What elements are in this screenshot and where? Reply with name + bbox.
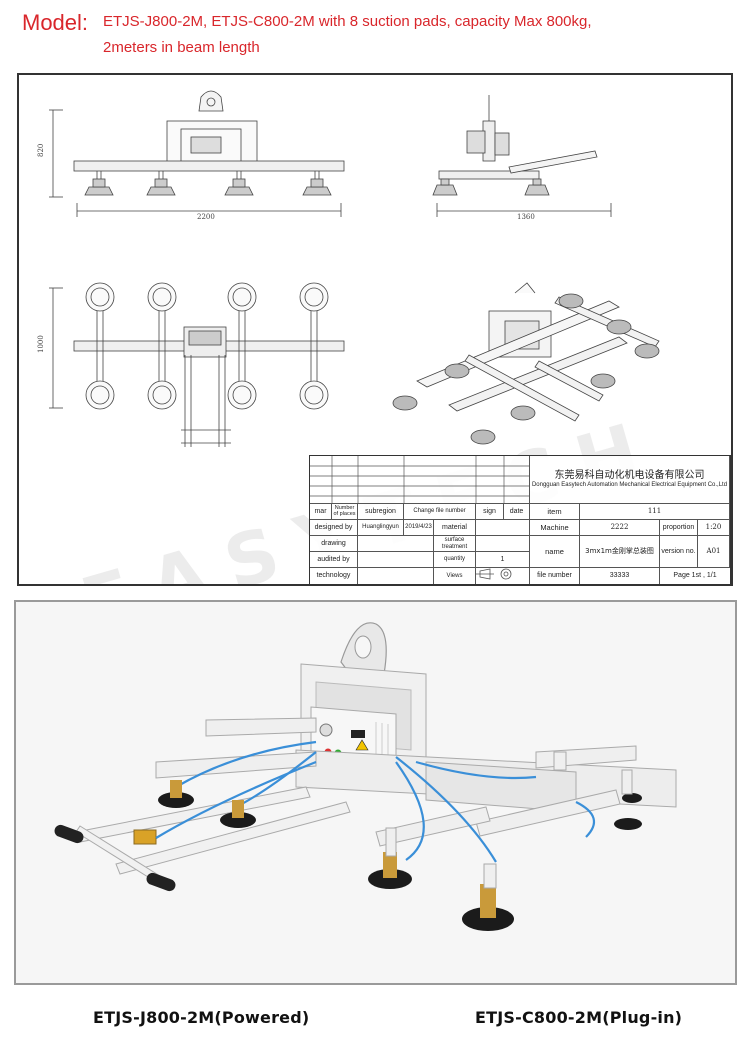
file-number-label: file number — [530, 568, 580, 584]
drawing-value — [358, 536, 434, 552]
audited-by-value — [358, 552, 434, 568]
company-name-cn: 东莞易科自动化机电设备有限公司 — [554, 470, 705, 482]
col-number-of-places: Number of places — [332, 504, 358, 520]
designed-date: 2019/4/23 — [404, 520, 434, 536]
front-pads — [84, 178, 332, 196]
designed-by-label: designed by — [310, 520, 358, 536]
product-photo-svg — [16, 602, 735, 983]
revision-grid — [310, 456, 530, 504]
quantity-label: quantity — [434, 552, 476, 568]
machine-value: 2222 — [580, 520, 660, 536]
company-name-en: Dongguan Easytech Automation Mechanical … — [531, 481, 728, 488]
technology-label: technology — [310, 568, 358, 584]
surface-value — [476, 536, 530, 552]
dim-height-top: 1000 — [37, 335, 45, 353]
company-cell: 东莞易科自动化机电设备有限公司 Dongguan Easytech Automa… — [530, 456, 730, 504]
photo-legs — [385, 751, 633, 889]
technology-value — [358, 568, 434, 584]
drawing-label: drawing — [310, 536, 358, 552]
top-pads — [85, 282, 329, 410]
surface-label: surface treatment — [434, 536, 476, 552]
version-label: version no. — [660, 536, 698, 568]
machine-label: Machine — [530, 520, 580, 536]
col-change-file-number: Change file number — [404, 504, 476, 520]
col-mar: mar — [310, 504, 332, 520]
proportion-value: 1:20 — [698, 520, 730, 536]
revision-grid-lines — [310, 456, 529, 503]
top-view — [49, 282, 345, 447]
caption-powered: ETJS-J800-2M(Powered) — [93, 1008, 310, 1027]
proportion-label: proportion — [660, 520, 698, 536]
iso-view — [392, 282, 660, 445]
dim-width-side: 1360 — [517, 213, 535, 221]
air-hoses — [155, 740, 596, 863]
model-description-line2: 2meters in beam length — [103, 39, 260, 56]
item-label: item — [530, 504, 580, 520]
name-label: name — [530, 536, 580, 568]
dim-width-front: 2200 — [197, 213, 215, 221]
material-value — [476, 520, 530, 536]
model-label: Model: — [22, 10, 89, 35]
iso-pads — [392, 293, 660, 445]
dim-height-front: 820 — [37, 144, 45, 157]
suction-pads — [158, 780, 642, 931]
projection-symbol-icon — [476, 568, 530, 584]
title-block: 东莞易科自动化机电设备有限公司 Dongguan Easytech Automa… — [309, 455, 731, 584]
col-subregion: subregion — [358, 504, 404, 520]
front-view — [49, 90, 345, 217]
version-value: A01 — [698, 536, 730, 568]
item-value: 111 — [580, 504, 730, 520]
col-sign: sign — [476, 504, 504, 520]
model-description-line1: ETJS-J800-2M, ETJS-C800-2M with 8 suctio… — [103, 13, 592, 30]
material-label: material — [434, 520, 476, 536]
page-label: Page 1st , 1/1 — [673, 572, 717, 580]
handle-rails — [54, 786, 351, 892]
audited-by-label: audited by — [310, 552, 358, 568]
front-legs — [96, 171, 320, 183]
col-date: date — [504, 504, 530, 520]
name-value: 3mx1m金刚掌总装图 — [580, 536, 660, 568]
views-label: Views — [434, 568, 476, 584]
lifting-eye — [340, 622, 387, 683]
technical-drawing: 820 2200 1360 1000 EASYTECH 东莞易科自动化机电设备有… — [17, 73, 733, 586]
header: Model: ETJS-J800-2M, ETJS-C800-2M with 8… — [0, 0, 750, 70]
designed-by-value: Huanglingyun — [358, 520, 404, 536]
side-view — [432, 95, 612, 217]
product-photo — [14, 600, 737, 985]
file-number-value: 33333 — [580, 568, 660, 584]
quantity-value: 1 — [476, 552, 530, 568]
projection-symbol-svg — [476, 568, 512, 580]
caption-plug-in: ETJS-C800-2M(Plug-in) — [475, 1008, 683, 1027]
